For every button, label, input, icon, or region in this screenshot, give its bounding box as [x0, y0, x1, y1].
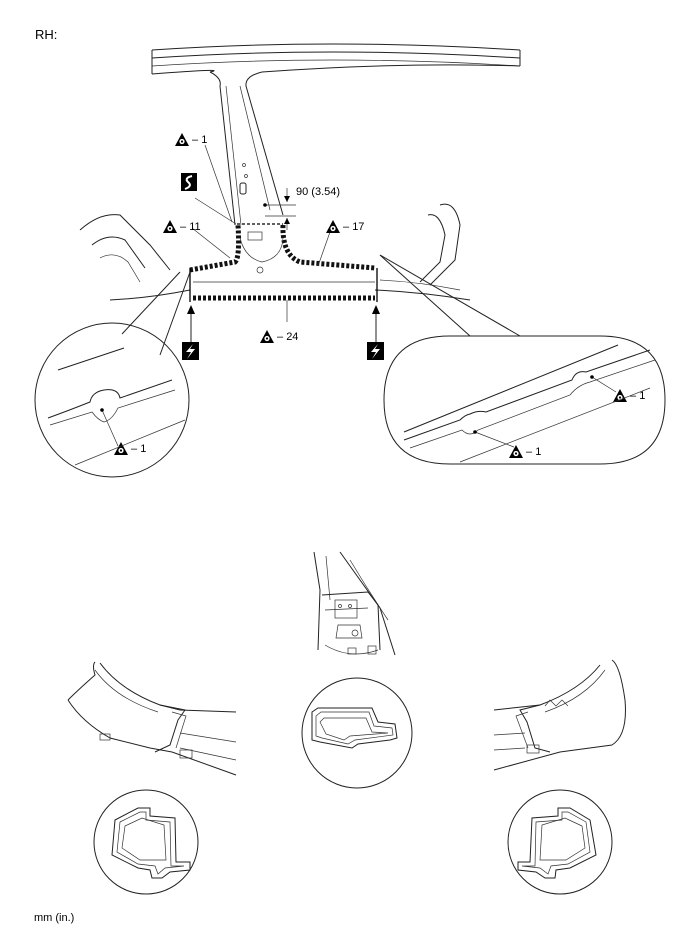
dimension-label: 90 (3.54): [296, 186, 341, 198]
weld-callout-right: – 17: [343, 221, 365, 233]
roof-rail: [151, 43, 521, 75]
section-circle-right: [507, 789, 613, 895]
leader-lines: [191, 144, 331, 322]
sill-section-right: [493, 659, 626, 771]
pillar-section-view: [313, 551, 396, 656]
weld-callout-top: – 1: [192, 134, 208, 146]
body-side-outline: [79, 203, 471, 301]
zoom-callout-right: [379, 254, 666, 465]
weld-count-zoom-right-upper: 1: [639, 390, 646, 402]
weld-callout-zoom-right-lower: – 1: [526, 446, 542, 458]
air-chisel-icon: [182, 342, 384, 360]
saw-cut-icon: [181, 173, 197, 191]
weld-count-top: 1: [201, 134, 208, 146]
section-circle-left: [93, 789, 199, 895]
weld-count-pillar: 11: [189, 221, 201, 233]
weld-callout-pillar: – 11: [180, 221, 201, 233]
center-pillar: [209, 71, 284, 226]
side-label: RH:: [35, 27, 58, 42]
rocker-panel-section: [189, 224, 378, 302]
zoom-callout-left: [34, 271, 191, 478]
section-circle-center: [301, 677, 413, 789]
weld-count-zoom-right-lower: 1: [535, 446, 542, 458]
dimension-marker: [263, 188, 296, 230]
cut-arrows: [187, 305, 380, 342]
weld-count-zoom-left: 1: [140, 443, 147, 455]
unit-label: mm (in.): [34, 912, 75, 924]
weld-callout-sill: – 24: [277, 331, 299, 343]
weld-callout-zoom-right-upper: – 1: [630, 390, 646, 402]
weld-callout-zoom-left: – 1: [131, 443, 147, 455]
weld-count-sill: 24: [286, 331, 299, 343]
weld-count-right: 17: [352, 221, 365, 233]
sill-section-left: [67, 661, 237, 776]
